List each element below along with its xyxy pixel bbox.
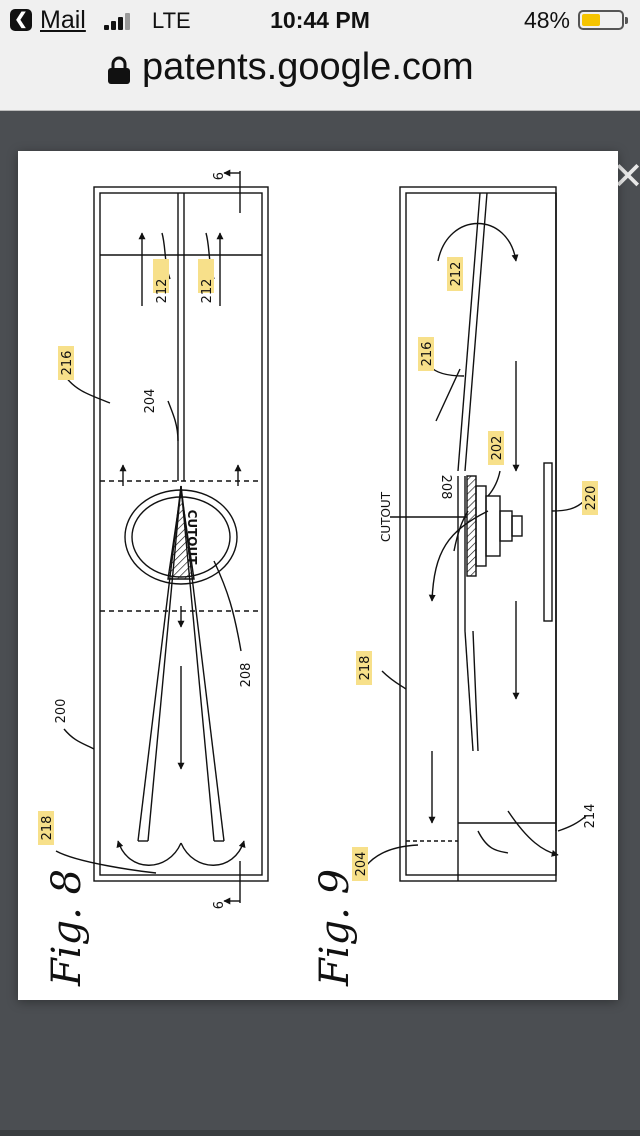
back-to-app-link[interactable]: Mail xyxy=(40,6,86,34)
fig8-drawing xyxy=(55,169,269,905)
fig8-label-216: 216 xyxy=(60,351,75,376)
status-time: 10:44 PM xyxy=(270,7,370,33)
fig8-label-9-top: 9 xyxy=(209,172,224,180)
back-arrow-icon[interactable]: ❮ xyxy=(10,9,32,31)
fig8-label-204: 204 xyxy=(143,389,158,414)
fig9-label-202: 202 xyxy=(490,436,505,461)
battery-percentage: 48% xyxy=(523,7,570,33)
fig9-label-cutout: CUTOUT xyxy=(379,491,393,542)
fig9-drawing xyxy=(365,186,587,882)
fig9-label-220: 220 xyxy=(584,486,599,511)
fig9-label-218: 218 xyxy=(358,656,373,681)
patent-drawing: 9 9 212 212 216 204 CUTOUT 208 200 218 2… xyxy=(38,169,599,987)
bottom-edge xyxy=(0,1130,640,1136)
fig9-label-204: 204 xyxy=(354,852,369,877)
fig9-caption: Fig. 9 xyxy=(312,869,358,987)
url-domain[interactable]: patents.google.com xyxy=(142,46,474,88)
fig8-label-218: 218 xyxy=(40,816,55,841)
fig9-label-216: 216 xyxy=(420,342,435,367)
fig8-label-200: 200 xyxy=(54,699,69,724)
fig8-label-9-bottom: 9 xyxy=(209,901,224,909)
fig9-label-208: 208 xyxy=(438,475,453,500)
cellular-signal-icon xyxy=(104,12,138,30)
fig8-caption: Fig. 8 xyxy=(44,869,90,987)
battery-icon xyxy=(578,10,628,30)
network-type: LTE xyxy=(152,8,191,33)
fig9-label-212: 212 xyxy=(449,262,464,287)
fig9-label-214: 214 xyxy=(583,804,598,829)
fig8-label-cutout: CUTOUT xyxy=(185,510,199,566)
fig8-label-208: 208 xyxy=(239,663,254,688)
fig8-label-212b: 212 xyxy=(200,279,215,304)
status-bar: ❮ Mail LTE 10:44 PM 48% xyxy=(0,0,640,40)
address-bar[interactable]: patents.google.com xyxy=(0,40,640,111)
lock-icon xyxy=(108,56,130,84)
patent-figure-image[interactable]: 9 9 212 212 216 204 CUTOUT 208 200 218 2… xyxy=(18,151,618,1000)
fig8-label-212a: 212 xyxy=(155,279,170,304)
